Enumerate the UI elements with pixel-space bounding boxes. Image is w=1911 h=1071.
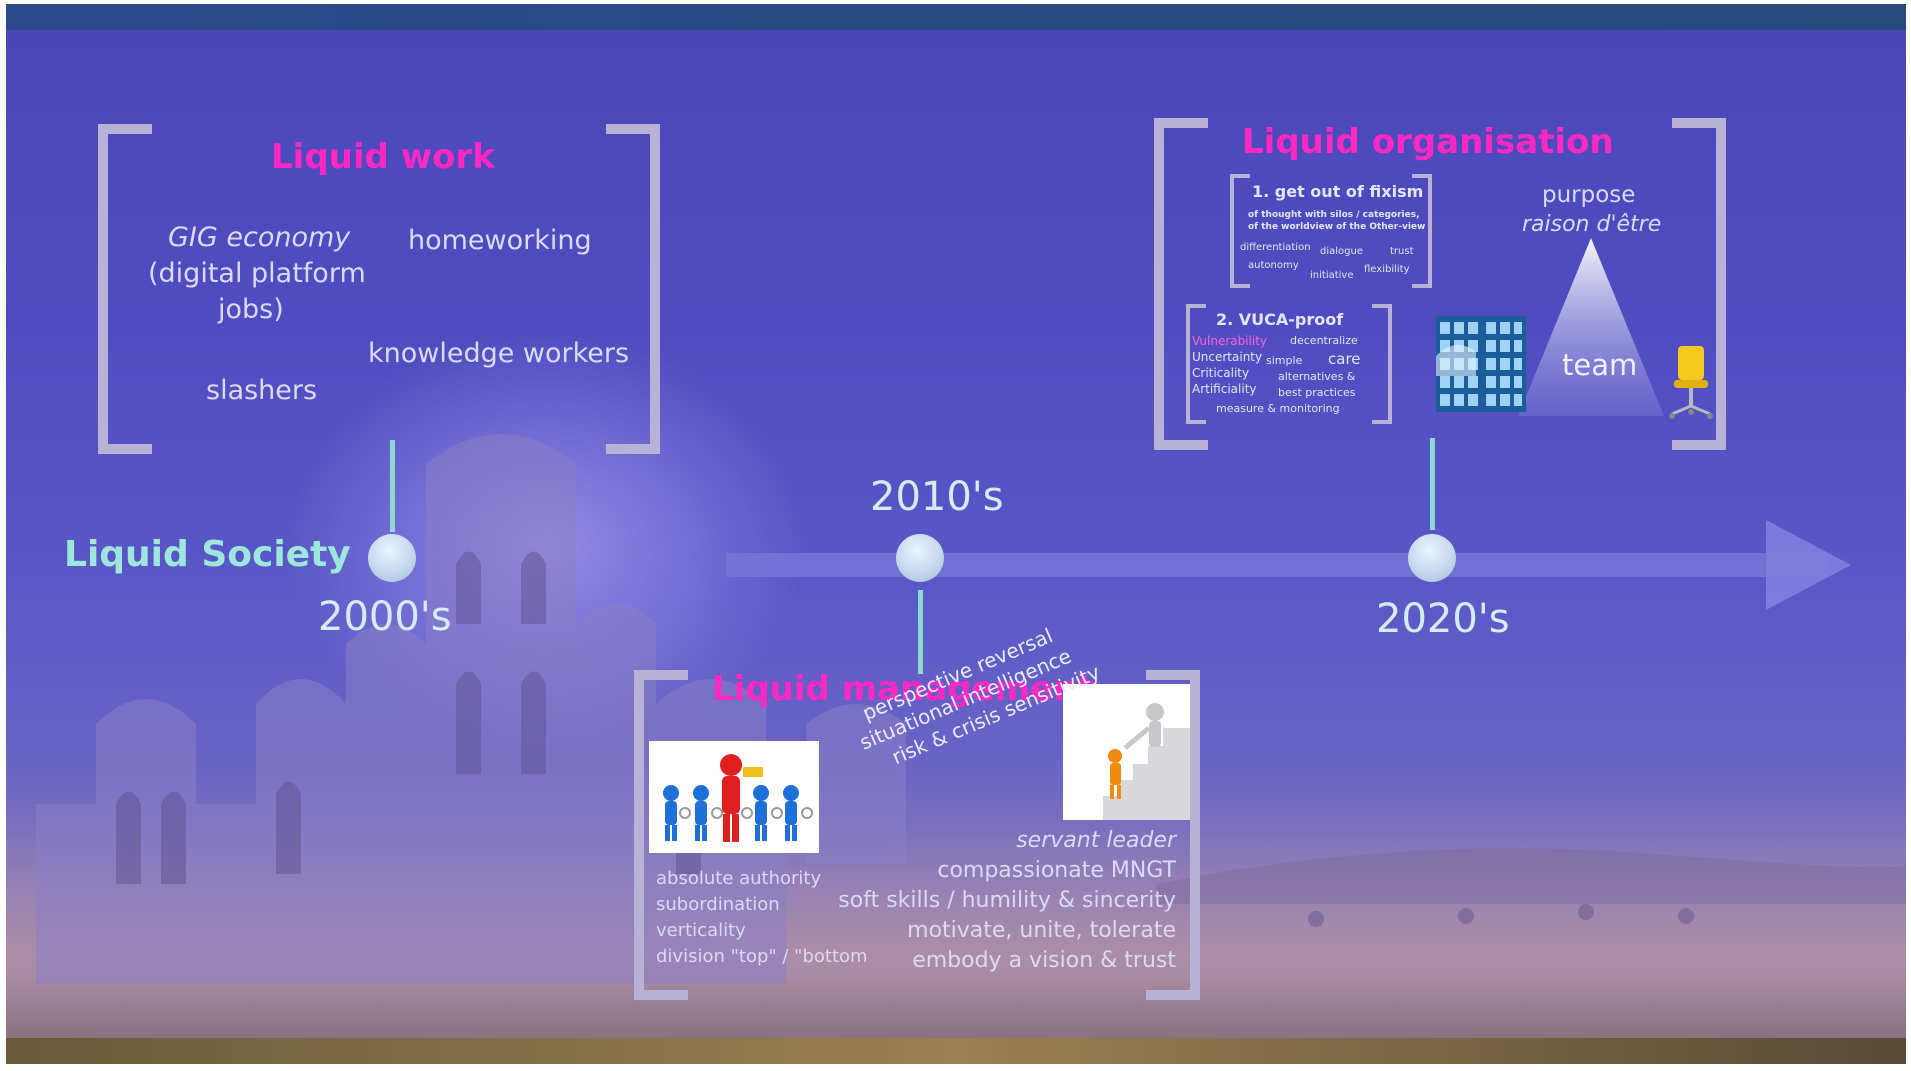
fixism-line-1: of thought with silos / categories, bbox=[1248, 210, 1420, 220]
fixism-word-initiative: initiative bbox=[1310, 270, 1354, 281]
team-illustration bbox=[649, 741, 819, 853]
vuca-uncertainty: Uncertainty bbox=[1192, 350, 1263, 364]
fixism-word-autonomy: autonomy bbox=[1248, 260, 1299, 271]
liquid-work-digital: (digital platform bbox=[148, 258, 366, 289]
mgmt-left-1: absolute authority bbox=[656, 868, 822, 889]
fixism-word-flexibility: flexibility bbox=[1364, 264, 1410, 275]
mgmt-left-4: division "top" / "bottom bbox=[656, 946, 868, 967]
vuca-vulnerability: Vulnerability bbox=[1192, 334, 1268, 348]
liquid-work-title: Liquid work bbox=[271, 137, 495, 177]
fixism-heading: 1. get out of fixism bbox=[1252, 182, 1424, 201]
liquid-work-homeworking: homeworking bbox=[408, 225, 592, 256]
liquid-society-label: Liquid Society bbox=[64, 534, 351, 575]
liquid-org-bracket-left bbox=[1154, 118, 1208, 450]
era-2020-label: 2020's bbox=[1376, 596, 1510, 642]
mgmt-right-3: motivate, unite, tolerate bbox=[907, 918, 1176, 943]
liquid-work-bracket-right bbox=[606, 124, 660, 454]
purpose-label: purpose bbox=[1542, 182, 1636, 208]
cyclists bbox=[1308, 904, 1694, 927]
servant-leader-label: servant leader bbox=[1016, 828, 1176, 853]
timeline-arrow bbox=[726, 520, 1851, 610]
timeline-node-2020 bbox=[1408, 534, 1456, 582]
vuca-best-practices: best practices bbox=[1278, 386, 1356, 399]
bottom-band bbox=[6, 1038, 1906, 1064]
vuca-measure: measure & monitoring bbox=[1216, 402, 1340, 415]
vuca-criticality: Criticality bbox=[1192, 366, 1250, 380]
hills bbox=[1156, 848, 1906, 904]
mgmt-right-4: embody a vision & trust bbox=[912, 948, 1176, 973]
vuca-artificiality: Artificiality bbox=[1192, 382, 1257, 396]
mgmt-left-2: subordination bbox=[656, 894, 780, 915]
vuca-care: care bbox=[1328, 350, 1361, 368]
team-label: team bbox=[1562, 348, 1638, 382]
liquid-work-knowledge: knowledge workers bbox=[368, 338, 630, 369]
stairs-icon bbox=[1103, 703, 1190, 820]
team-people-icon bbox=[663, 754, 813, 842]
fixism-word-trust: trust bbox=[1390, 246, 1414, 257]
timeline-node-2010 bbox=[896, 534, 944, 582]
raison-label: raison d'être bbox=[1522, 212, 1662, 237]
fixism-word-differentiation: differentiation bbox=[1240, 242, 1311, 253]
timeline-node-2000 bbox=[368, 534, 416, 582]
vuca-bracket-right bbox=[1372, 304, 1392, 424]
liquid-work-slashers: slashers bbox=[206, 375, 318, 406]
fixism-word-dialogue: dialogue bbox=[1320, 246, 1363, 257]
vuca-heading: 2. VUCA-proof bbox=[1216, 310, 1344, 329]
slide: Liquid Society Liquid work GIG economy (… bbox=[6, 4, 1906, 1064]
liquid-mgmt-bracket-right bbox=[1146, 670, 1200, 1000]
purpose-triangle bbox=[1518, 238, 1664, 416]
vuca-alternatives: alternatives & bbox=[1278, 370, 1356, 383]
liquid-work-jobs: jobs) bbox=[218, 294, 284, 325]
liquid-work-gig: GIG economy bbox=[168, 222, 351, 253]
mgmt-left-3: verticality bbox=[656, 920, 746, 941]
vuca-decentralize: decentralize bbox=[1290, 334, 1358, 347]
liquid-mgmt-bracket-left bbox=[634, 670, 688, 1000]
vuca-bracket-left bbox=[1186, 304, 1206, 424]
vuca-simple: simple bbox=[1266, 354, 1303, 367]
fixism-line-2: of the worldview of the Other-view bbox=[1248, 222, 1426, 232]
office-chair-icon bbox=[1669, 346, 1713, 419]
connector-2000 bbox=[390, 440, 395, 532]
era-2000-label: 2000's bbox=[318, 594, 452, 640]
top-bar bbox=[6, 4, 1906, 30]
connector-2020 bbox=[1430, 438, 1435, 530]
liquid-work-bracket-left bbox=[98, 124, 152, 454]
fixism-bracket-left bbox=[1230, 174, 1250, 288]
background-scene bbox=[36, 434, 1906, 984]
mgmt-right-2: soft skills / humility & sincerity bbox=[838, 888, 1176, 913]
liquid-mgmt-title: Liquid management bbox=[712, 669, 1094, 709]
fixism-bracket-right bbox=[1412, 174, 1432, 288]
liquid-org-bracket-right bbox=[1672, 118, 1726, 450]
era-2010-label: 2010's bbox=[870, 474, 1004, 520]
connector-2010 bbox=[918, 590, 923, 674]
liquid-org-title: Liquid organisation bbox=[1242, 122, 1614, 162]
temple-silhouette bbox=[36, 434, 906, 984]
building-icon bbox=[1436, 316, 1526, 412]
servant-leader-illustration bbox=[1063, 684, 1190, 820]
mgmt-right-1: compassionate MNGT bbox=[937, 858, 1176, 883]
